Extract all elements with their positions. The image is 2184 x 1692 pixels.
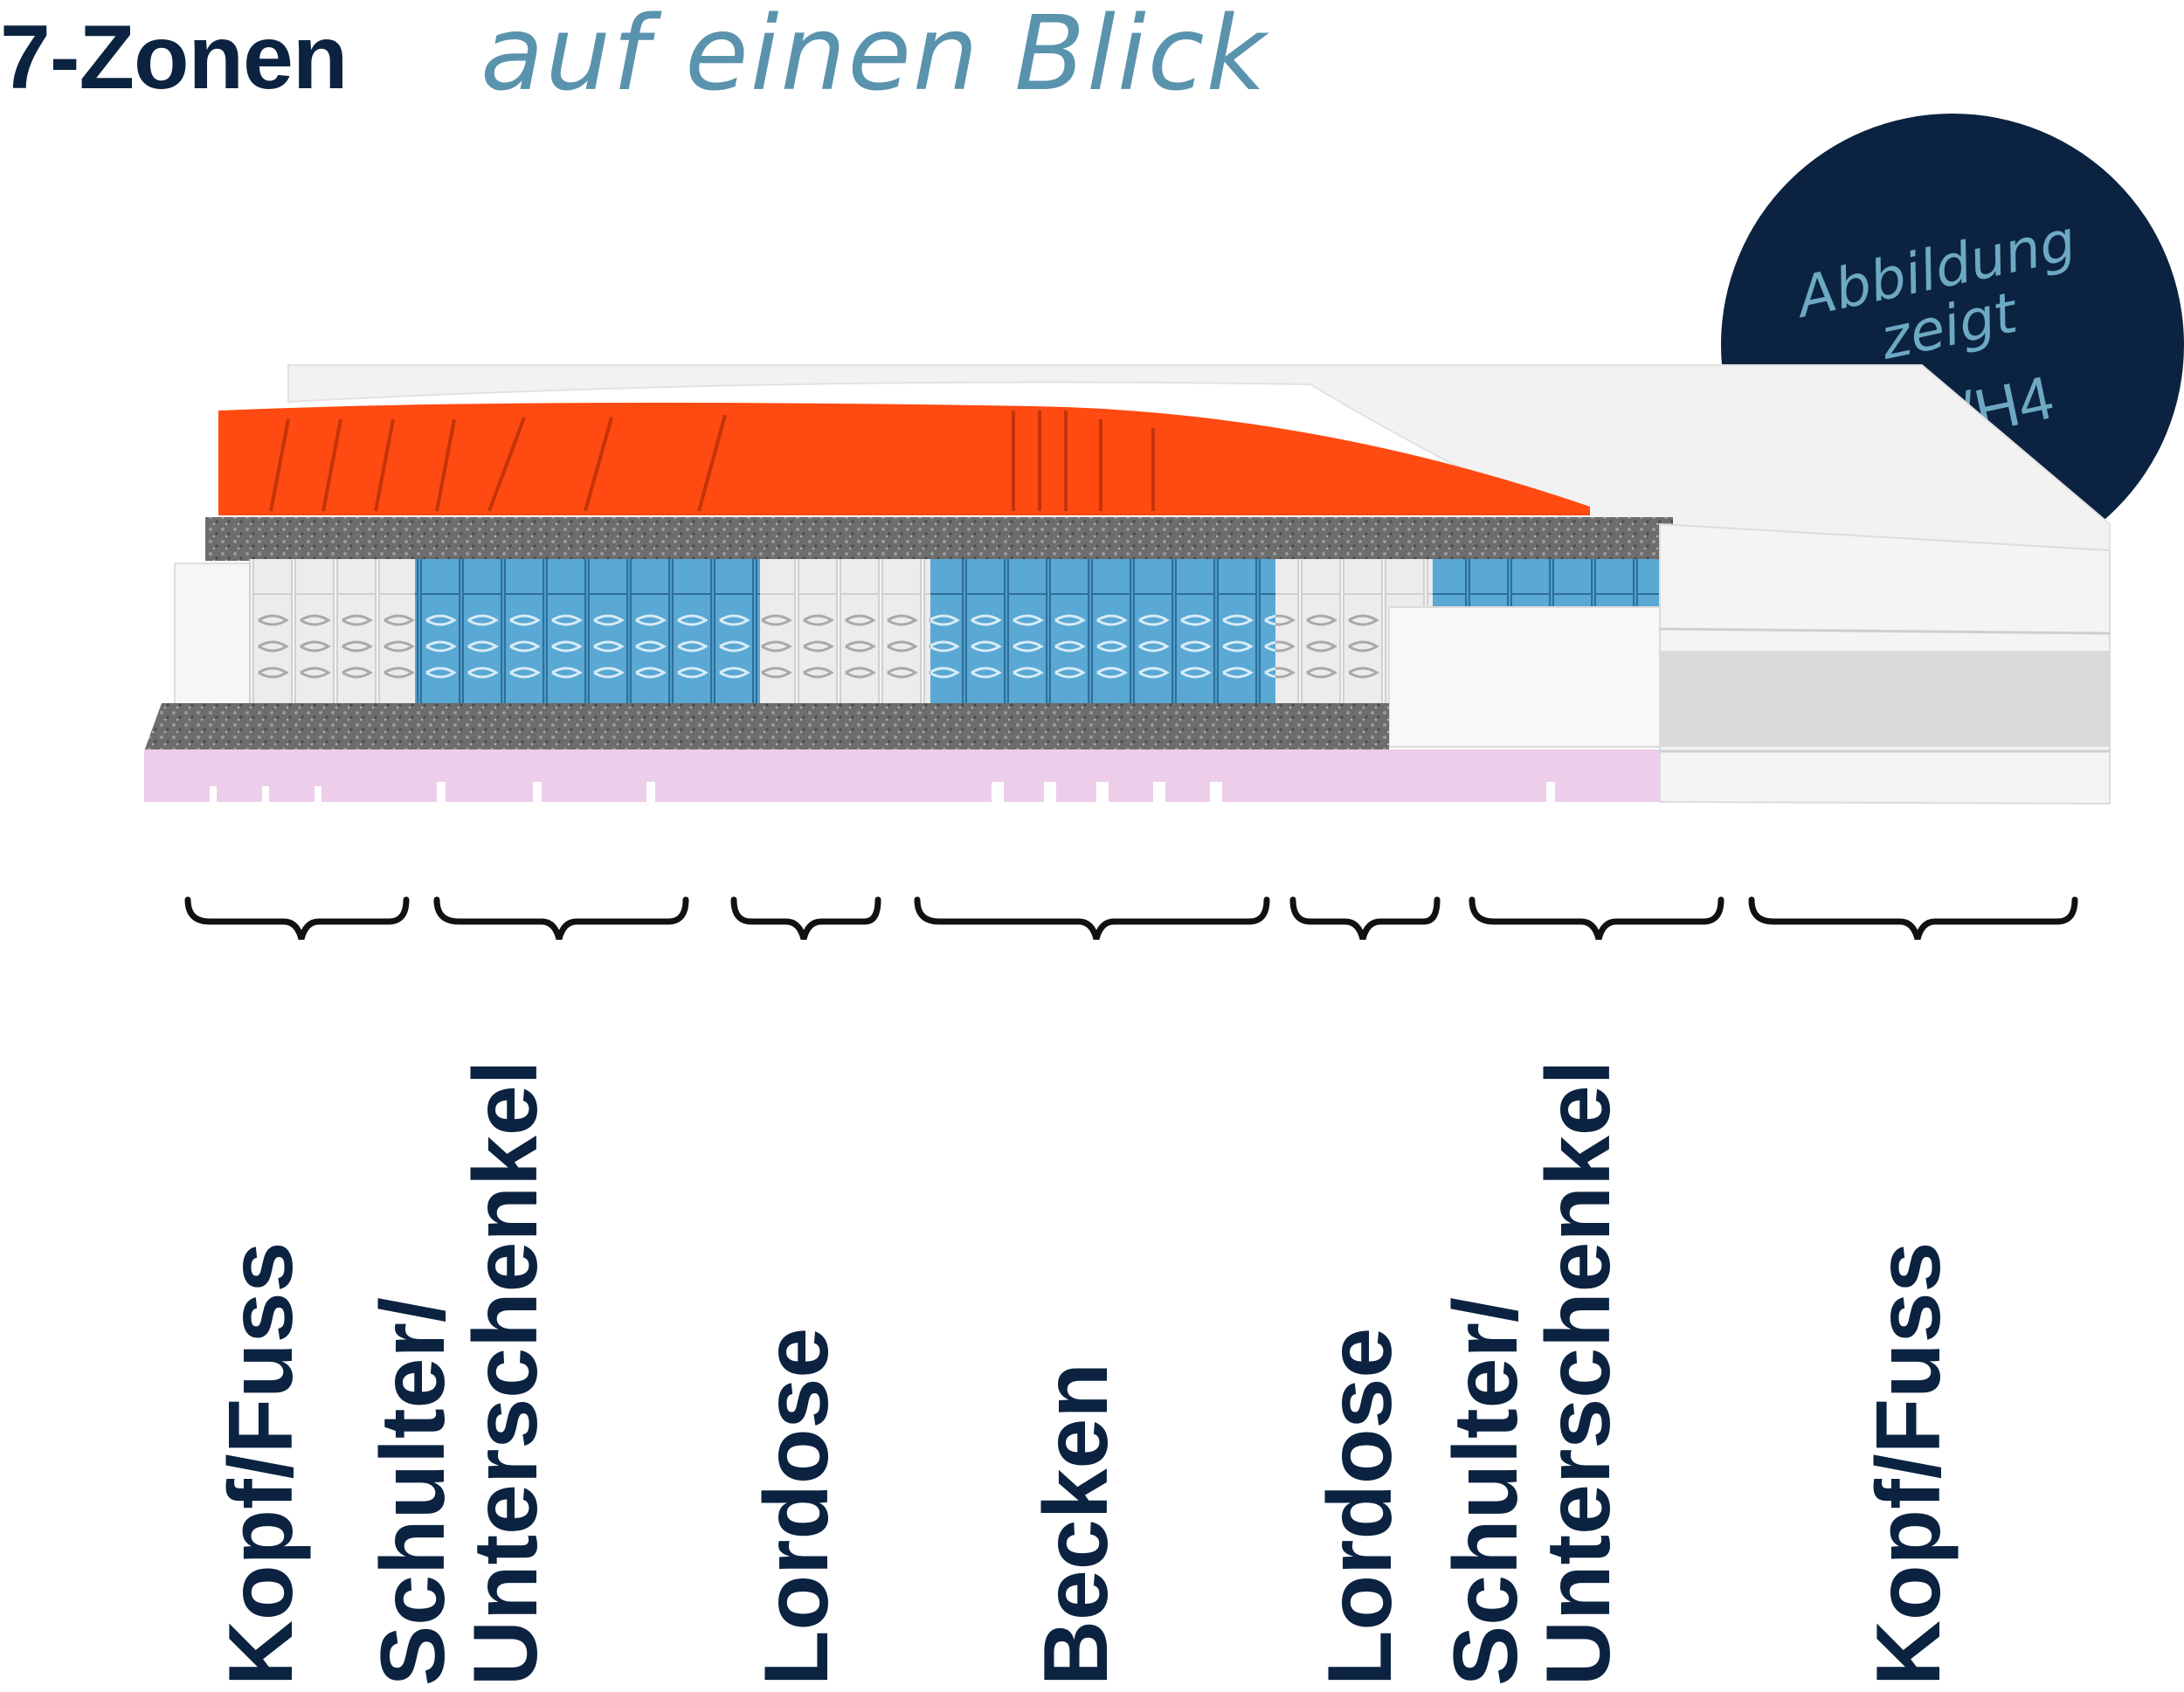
pink-foam-layer xyxy=(144,749,1660,802)
zone-label-line: Schulter/ xyxy=(1434,1297,1537,1686)
right-edge-foam xyxy=(1388,606,1669,748)
springs-zone-1 xyxy=(249,559,415,716)
brace-5 xyxy=(1289,896,1441,940)
brace-7 xyxy=(1748,896,2078,940)
brace-4 xyxy=(914,896,1270,940)
page-subtitle: auf einen Blick xyxy=(480,0,1268,114)
springs-zone-4 xyxy=(930,559,1275,716)
mattress-illustration xyxy=(144,364,2111,940)
zone-label-line: Lordose xyxy=(745,1327,847,1686)
springs-zone-6 xyxy=(1433,559,1660,611)
brace-6 xyxy=(1469,896,1724,940)
left-edge-foam xyxy=(174,563,254,708)
cover-side-band xyxy=(1660,651,2110,747)
springs-zone-3 xyxy=(760,559,930,716)
bottom-felt-layer xyxy=(144,703,1389,751)
zone-label-line: Schulter/ xyxy=(362,1297,464,1686)
zone-label-line: Unterschenkel xyxy=(454,1060,556,1686)
zone-label-line: Kopf/Fuss xyxy=(1857,1241,1959,1686)
zone-label-line: Kopf/Fuss xyxy=(210,1241,312,1686)
springs-zone-2 xyxy=(415,559,760,716)
brace-2 xyxy=(433,896,689,940)
top-felt-layer xyxy=(205,517,1673,561)
zone-label-line: Unterschenkel xyxy=(1527,1060,1629,1686)
zone-braces xyxy=(184,896,2078,940)
zone-label-line: Becken xyxy=(1025,1363,1127,1686)
brace-1 xyxy=(184,896,410,940)
zone-label-line: Lordose xyxy=(1309,1327,1411,1686)
brace-3 xyxy=(730,896,881,940)
orange-foam-layer xyxy=(218,403,1590,515)
page-title: 7-Zonen xyxy=(0,7,348,108)
